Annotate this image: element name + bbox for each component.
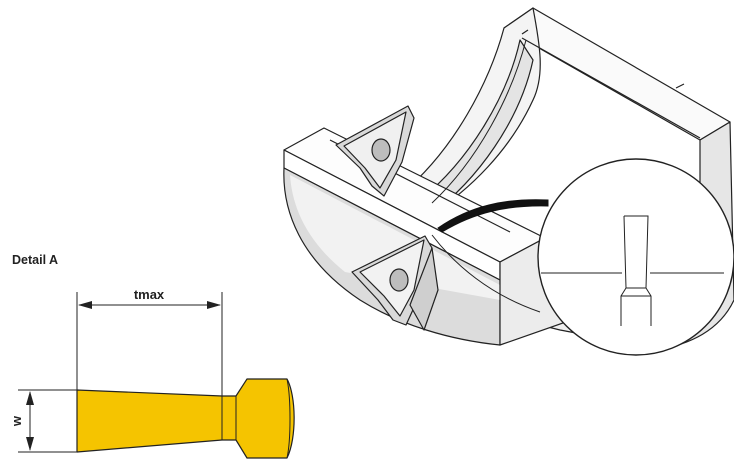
groove-line-back — [521, 37, 701, 139]
insert-lower-shadow — [409, 247, 439, 331]
dimension-w — [18, 389, 77, 453]
insert-lower-hole — [389, 268, 409, 292]
groove-notch-top — [521, 29, 685, 89]
bore-groove-curve — [431, 39, 527, 204]
detail-leader — [437, 199, 549, 233]
insert-profile — [76, 378, 295, 459]
tmax-label: tmax — [134, 287, 165, 302]
insert-profile-shape — [76, 378, 295, 459]
magnifier-groove-profile — [620, 215, 652, 326]
magnifier-circle — [537, 158, 734, 356]
tmax-arrow-right — [207, 301, 221, 309]
w-arrow-bottom — [26, 437, 34, 451]
front-outer-highlight — [290, 175, 500, 300]
insert-profile-tip-edge — [286, 378, 291, 459]
bore-groove-curve-lower — [431, 234, 541, 313]
w-arrow-top — [26, 391, 34, 405]
tool-insert-lower — [351, 235, 439, 331]
w-label: w — [9, 415, 24, 427]
insert-upper-hole — [371, 138, 391, 162]
detail-magnifier — [537, 158, 734, 356]
tmax-arrow-left — [78, 301, 92, 309]
tool-insert-upper — [335, 105, 415, 197]
detail-title: Detail A — [12, 253, 58, 267]
leader-line — [437, 199, 549, 233]
dimension-tmax — [76, 292, 223, 396]
inner-bore-surface — [399, 7, 541, 216]
